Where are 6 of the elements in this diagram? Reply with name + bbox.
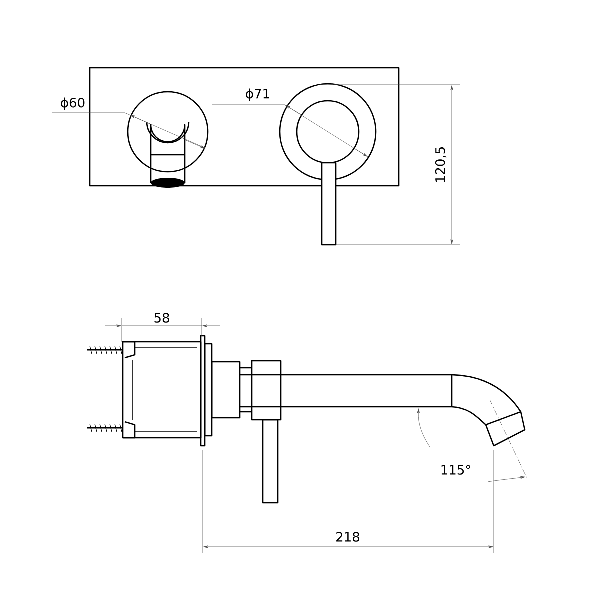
- dimension-text: 120,5: [435, 148, 447, 182]
- dimension-text: ϕ71: [246, 88, 270, 102]
- dimension-text: 58: [154, 313, 170, 323]
- dimension-text: 115°: [442, 465, 470, 475]
- dimension-text: ϕ60: [61, 98, 85, 110]
- dimension-text: 218: [336, 532, 360, 542]
